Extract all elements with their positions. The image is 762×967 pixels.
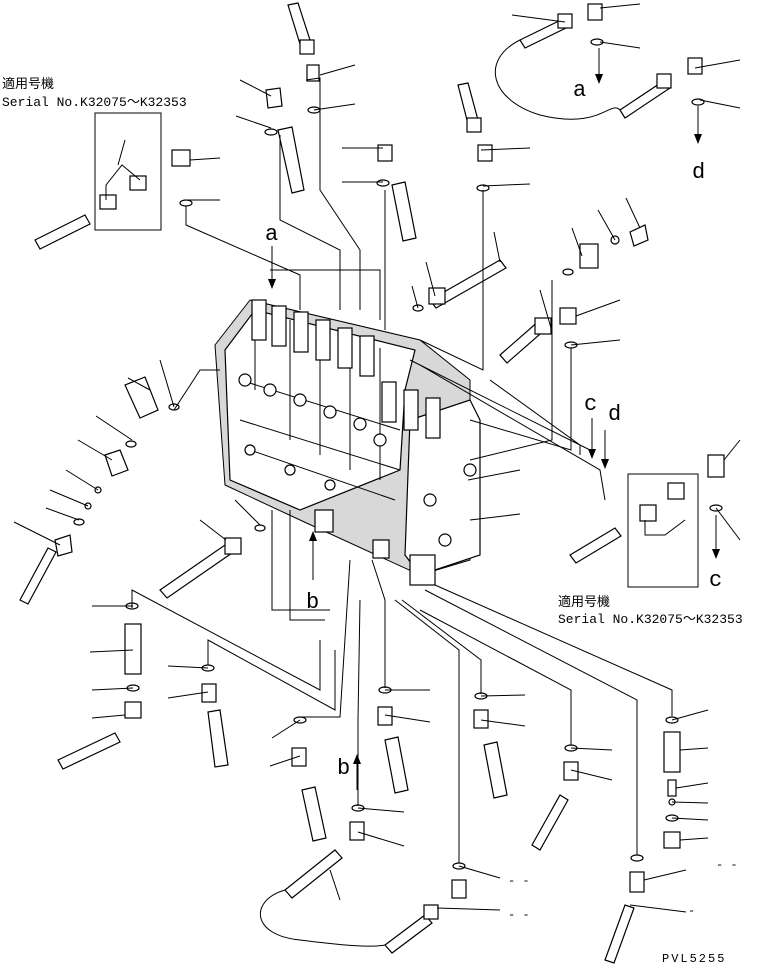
applicable-label-left: 適用号機 [2, 76, 54, 92]
bottom-port-fitting [314, 509, 334, 533]
reference-letters: a d a c d c b b [265, 78, 722, 781]
serial-range-right: Serial No.K32075～K32353 [558, 612, 743, 627]
ref-letter-c-bottom: c [709, 568, 722, 593]
control-valve-body [214, 299, 481, 586]
applicable-serial-note-left: 適用号機 Serial No.K32075～K32353 [2, 76, 187, 110]
relief-valve [409, 554, 436, 586]
bottom-port-fitting-2 [372, 539, 390, 559]
dash-marks: - - - - - - - [508, 858, 738, 922]
ref-letter-c-right: c [584, 392, 597, 417]
hose-top-1 [287, 2, 311, 45]
dash-mark-1: - - [716, 858, 738, 872]
ref-letter-d-right: d [608, 402, 621, 427]
serial-range-left: Serial No.K32075～K32353 [2, 95, 187, 110]
drawing-code: PVL5255 [662, 952, 726, 966]
ref-letter-b-main: b [306, 590, 319, 615]
port-holes [238, 373, 477, 547]
direction-arrows [268, 48, 720, 790]
ref-letter-b-lower: b [337, 756, 350, 781]
applicable-serial-note-right: 適用号機 Serial No.K32075～K32353 [558, 594, 743, 627]
applicable-label-right: 適用号機 [558, 594, 610, 610]
serial-variant-box-right [627, 473, 699, 588]
ref-letter-a-top: a [573, 78, 586, 103]
dash-mark-2: - - [508, 874, 530, 888]
spool-caps [251, 299, 441, 439]
ref-letter-a-main: a [265, 222, 278, 247]
dash-mark-4: - [688, 904, 695, 918]
dash-mark-3: - - [508, 908, 530, 922]
serial-variant-box-left [94, 112, 162, 231]
leader-lines [13, 3, 741, 913]
ref-letter-d-top: d [692, 160, 705, 185]
